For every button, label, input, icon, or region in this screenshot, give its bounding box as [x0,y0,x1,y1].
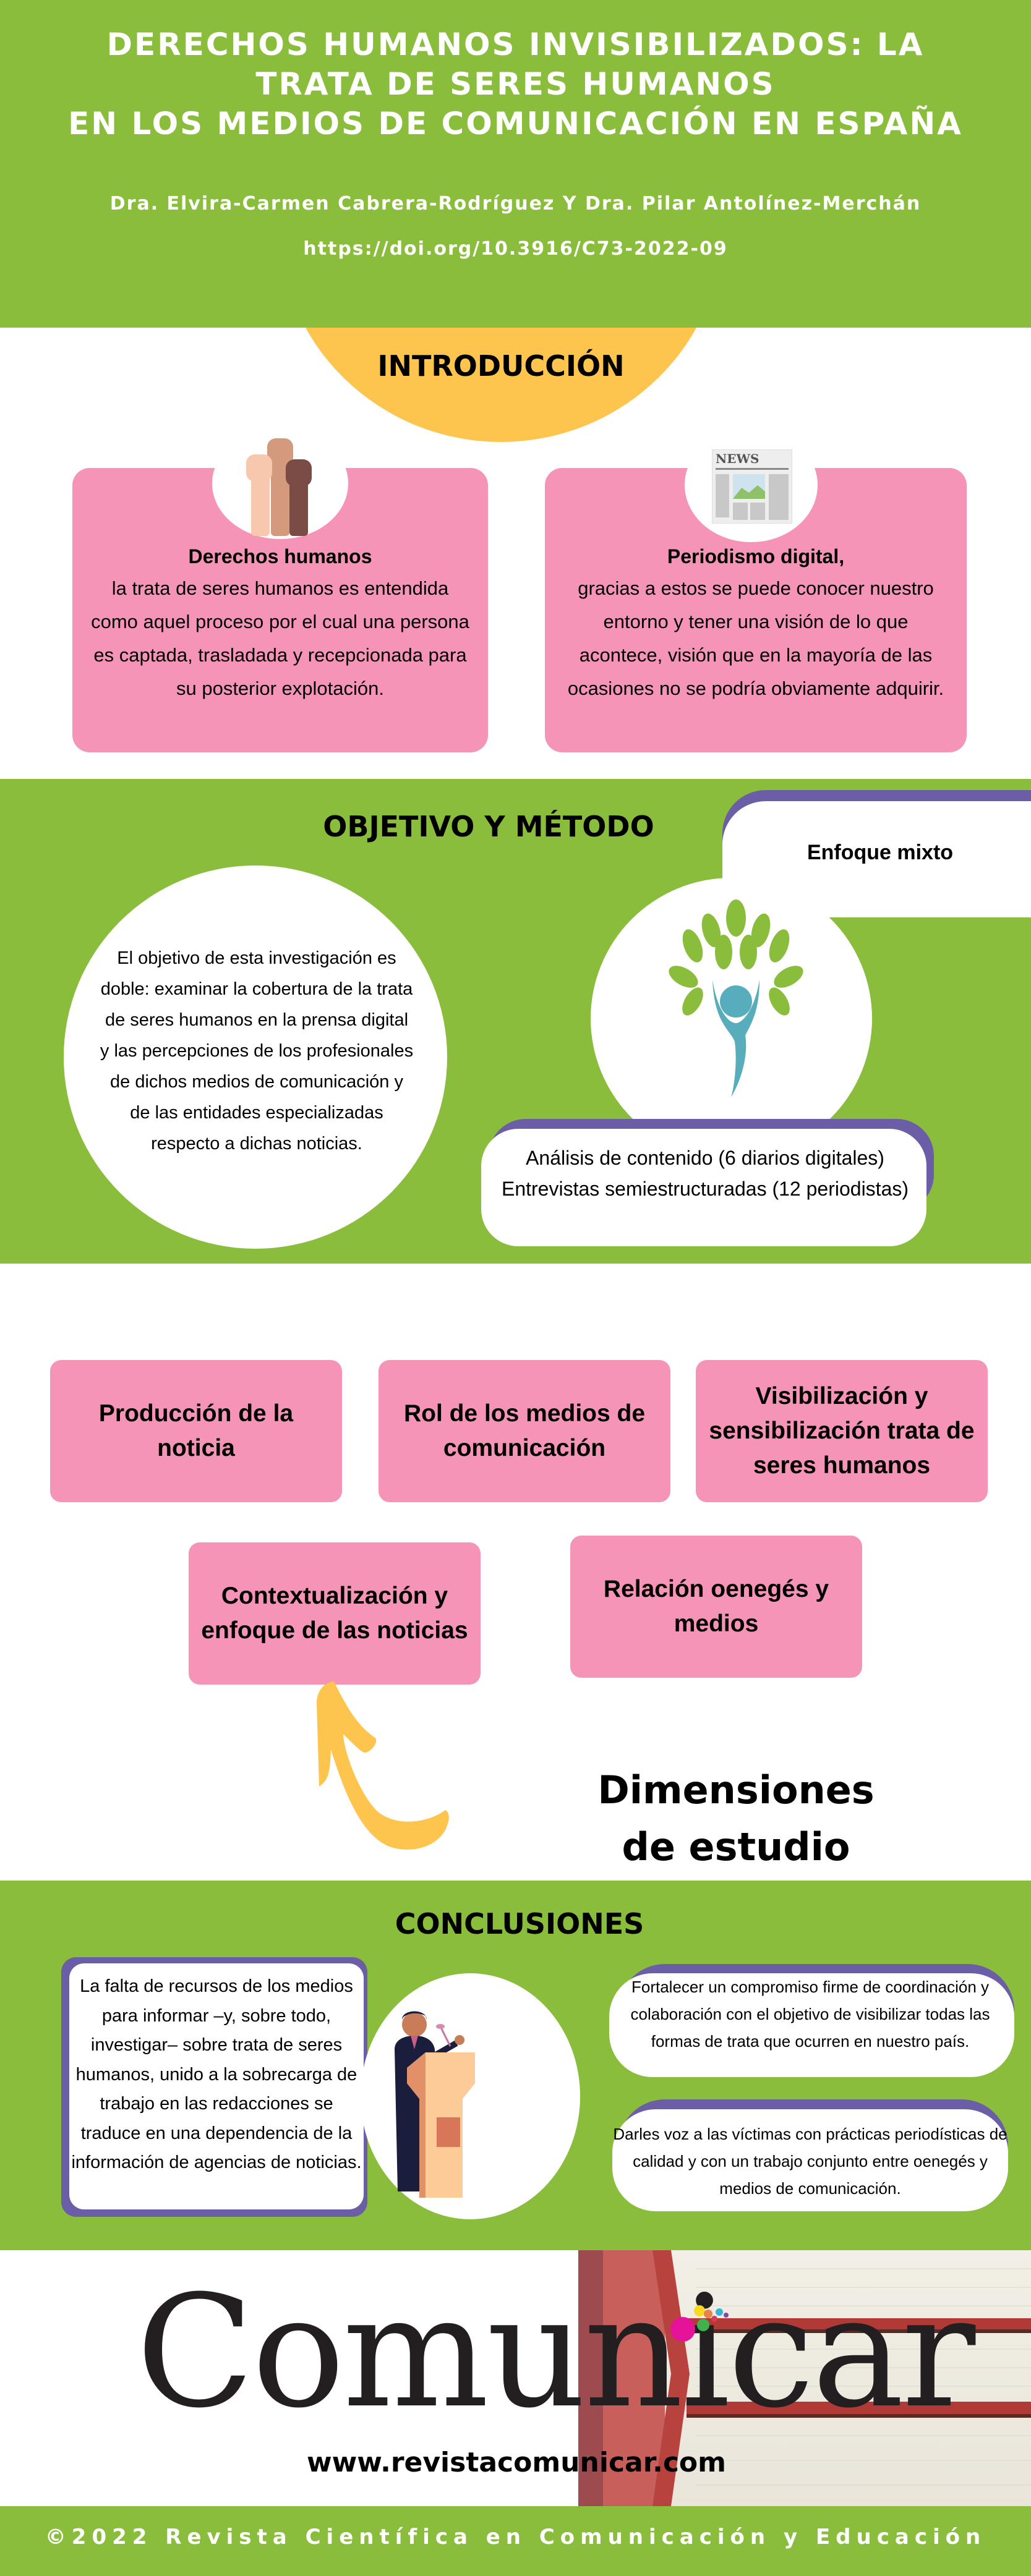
svg-text:NEWS: NEWS [716,451,759,466]
card-body: la trata de seres humanos es entendida c… [91,577,469,699]
conclusion-box [609,1973,1014,2077]
intro-card-digital-journalism: NEWS Periodismo digital, gracias a estos… [545,428,967,752]
book-stack-image [578,2250,1031,2506]
footer-banner [0,2506,1031,2576]
dimension-card: Rol de los medios de comunicación [379,1360,670,1502]
objective-circle [64,865,447,1249]
objective-description: El objetivo de esta investigación es dob… [100,948,414,1154]
intro-card-human-rights: Derechos humanos la trata de seres human… [72,428,488,752]
dimension-card: Contextualización y enfoque de las notic… [189,1542,481,1685]
authors: Dra. Elvira-Carmen Cabrera-Rodríguez Y D… [109,193,922,215]
methods-box [481,1129,926,1246]
raised-fists-icon [246,438,312,536]
header-banner: DERECHOS HUMANOS INVISIBILIZADOS: LA TRA… [0,0,1031,328]
method-item: Entrevistas semiestructuradas (12 period… [501,1178,909,1200]
method-item: Análisis de contenido (6 diarios digital… [526,1147,884,1169]
page-title: DERECHOS HUMANOS INVISIBILIZADOS: LA TRA… [0,25,1031,143]
speaker-podium-icon [395,2011,475,2198]
conclusion-box [69,1963,364,2209]
card-heading: Periodismo digital, [667,545,845,567]
conclusions-heading: CONCLUSIONES [395,1907,644,1941]
objective-heading: OBJETIVO Y MÉTODO [323,810,654,843]
card-heading: Derechos humanos [188,545,372,567]
dimension-card: Relación oenegés y medios [570,1536,862,1678]
books-photo [578,2250,1031,2506]
title-line-2: TRATA DE SERES HUMANOS [255,66,776,102]
conclusion-text: Fortalecer un compromiso firme de coordi… [630,1978,990,2051]
conclusion-text-main: La falta de recursos de los medios para … [71,1976,362,2172]
dimension-card: Visibilización y sensibilización trata d… [696,1360,988,1502]
approach-label: Enfoque mixto [806,841,954,864]
intro-heading: INTRODUCCIÓN [377,349,625,383]
website-link[interactable]: www.revistacomunicar.com [306,2447,727,2478]
newspaper-icon: NEWS [712,449,792,524]
curved-arrow-icon [317,1681,449,1850]
title-line-3: EN LOS MEDIOS DE COMUNICACIÓN EN ESPAÑA [68,106,963,142]
copyright-text: ©2022 Revista Científica en Comunicación… [45,2525,986,2549]
title-line-1: DERECHOS HUMANOS INVISIBILIZADOS: LA [106,27,925,62]
comunicar-logo: Comunicar [136,2262,975,2442]
conclusion-box [612,2109,1008,2211]
dimension-card: Producción de la noticia [50,1360,342,1502]
card-body: gracias a estos se puede conocer nuestro… [567,577,944,699]
methods-list: Análisis de contenido (6 diarios digital… [489,1142,922,1204]
conclusion-text: Darles voz a las víctimas con prácticas … [613,2125,1007,2198]
person-tree-icon [669,899,803,1097]
dimensions-label: Dimensiones de estudio [597,1767,875,1869]
logo-dots-icon [670,2305,729,2342]
doi-link[interactable]: https://doi.org/10.3916/C73-2022-09 [303,238,728,260]
